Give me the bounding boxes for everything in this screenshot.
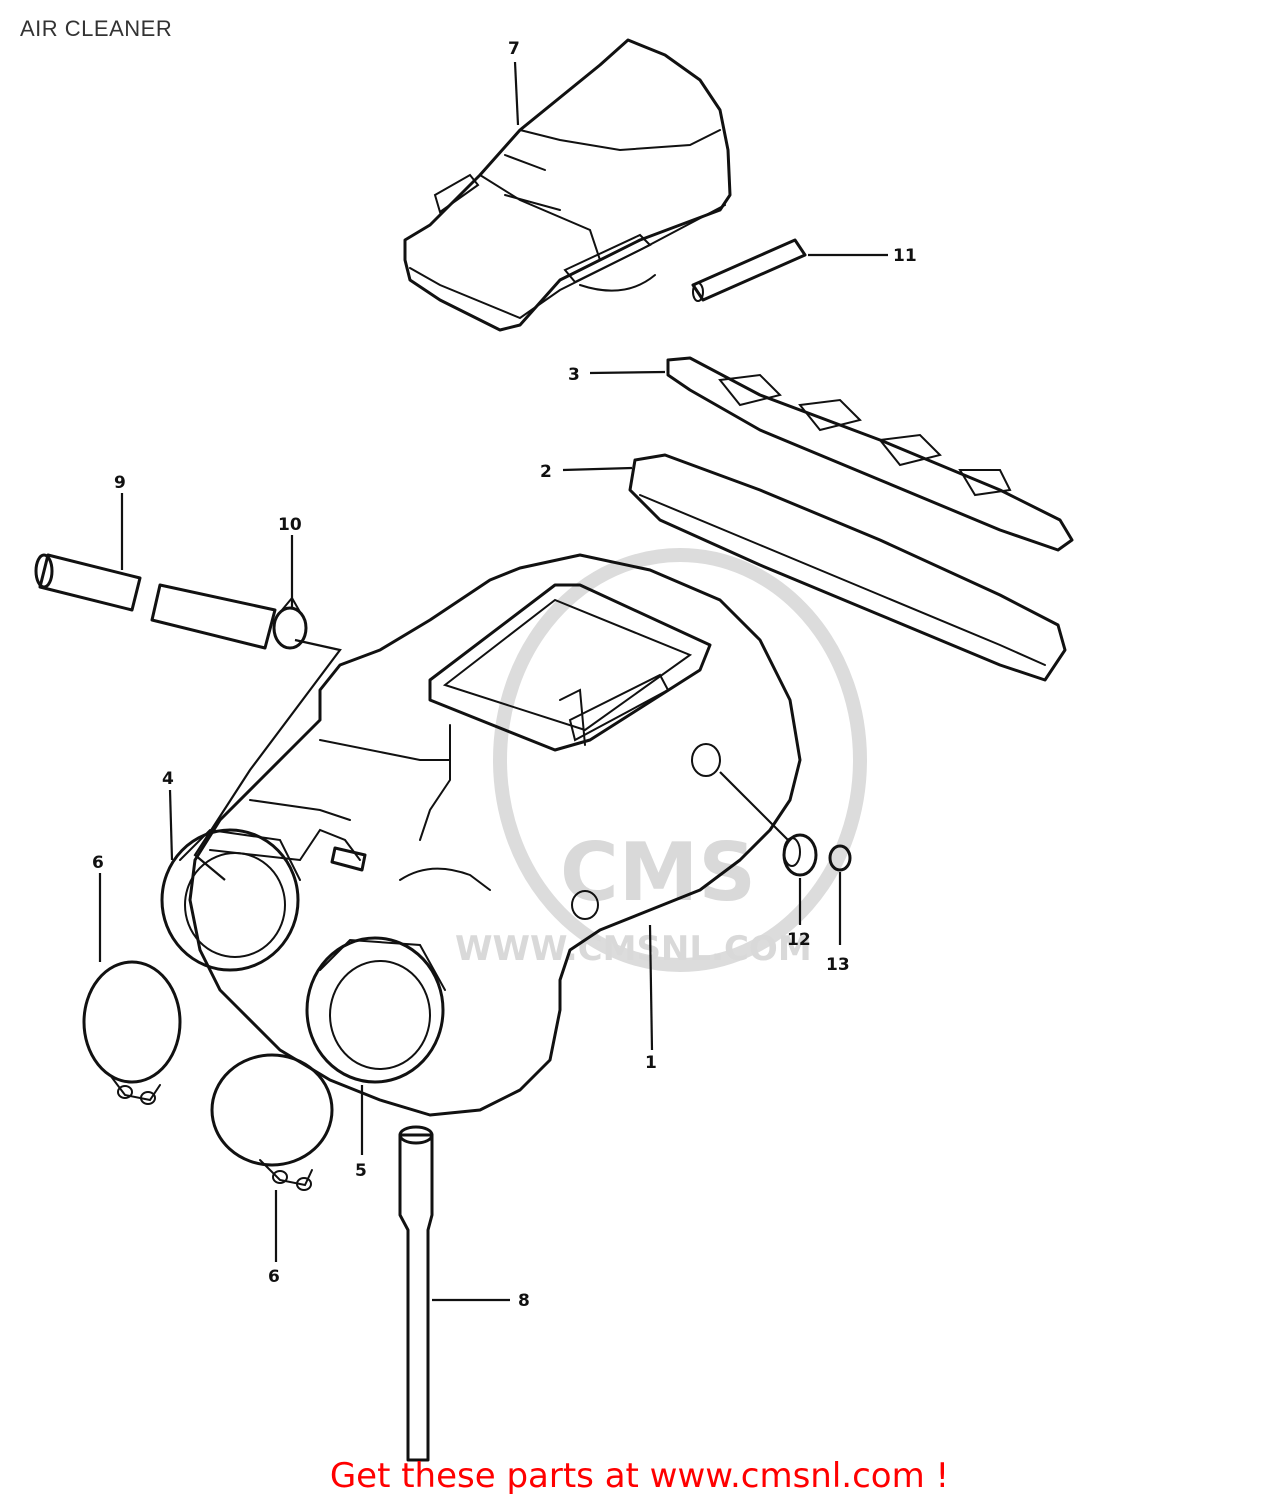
callout-3: 3	[568, 365, 580, 385]
callout-2: 2	[540, 462, 552, 482]
watermark-logo-text: CMS	[560, 826, 756, 919]
callout-1: 1	[645, 1053, 657, 1073]
callout-labels: 7 11 3 2 9 10 4 6 12 13 1 5 6 8	[92, 39, 917, 1311]
callout-10: 10	[278, 515, 302, 535]
callout-6-upper: 6	[92, 853, 104, 873]
callout-13: 13	[826, 955, 850, 975]
part-5-boot	[305, 936, 446, 1084]
part-3-filter-frame	[666, 356, 1074, 552]
callout-4: 4	[162, 769, 174, 789]
footer-parts-link[interactable]: Get these parts at www.cmsnl.com !	[329, 1456, 950, 1496]
part-6-clamp-upper	[82, 960, 182, 1105]
watermark: CMS WWW.CMSNL.COM	[455, 548, 867, 972]
callout-7: 7	[508, 39, 520, 59]
part-2-filter-element	[628, 453, 1067, 682]
part-1-case	[188, 553, 802, 1117]
part-13-cap	[828, 844, 852, 872]
part-4-boot	[160, 828, 301, 972]
callout-6-lower: 6	[268, 1267, 280, 1287]
part-8-drain-tube	[398, 1125, 434, 1462]
part-12-grommet	[782, 833, 818, 877]
callout-12: 12	[787, 930, 811, 950]
part-7-cover	[403, 38, 732, 332]
callout-11: 11	[893, 246, 917, 266]
callout-9: 9	[114, 473, 126, 493]
callout-5: 5	[355, 1161, 367, 1181]
callout-8: 8	[518, 1291, 530, 1311]
watermark-url-text: WWW.CMSNL.COM	[455, 929, 812, 969]
part-6-clamp-lower	[210, 1053, 334, 1191]
part-11-rod	[691, 238, 807, 302]
page-title: AIR CLEANER	[20, 16, 173, 41]
part-9-hoses	[34, 553, 277, 650]
leader-lines	[98, 61, 888, 1302]
